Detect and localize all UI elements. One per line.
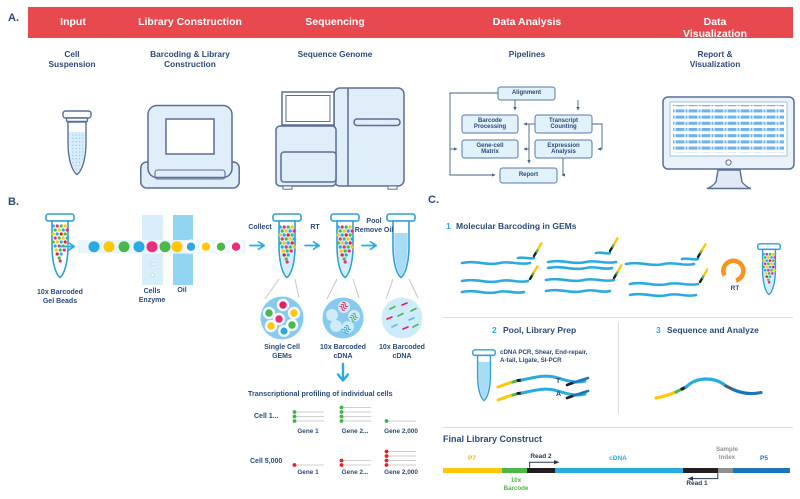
flowchart-transcript-counting: Transcript Counting	[548, 117, 578, 130]
pooled-tube-icon	[386, 213, 416, 279]
base-a-label: A	[556, 391, 562, 398]
read2-arrow	[529, 460, 560, 468]
gene-2-label-row2: Gene 2...	[341, 469, 369, 476]
flowchart-alignment: Alignment	[511, 90, 542, 97]
microfluidic-chip	[78, 215, 246, 285]
base-t-label: T	[556, 378, 561, 385]
segment-read2	[527, 468, 555, 473]
cdna-tube-icon	[330, 213, 360, 279]
sublabel-cell-suspension: Cell Suspension	[48, 49, 96, 70]
flowchart-gene-cell-matrix: Gene-cell Matrix	[476, 142, 504, 155]
cdna-label: cDNA	[609, 455, 627, 462]
gene-2000-label-row2: Gene 2,000	[384, 469, 418, 476]
gene-1-label-row2: Gene 1	[297, 469, 319, 476]
sample-index-label: Sample Index	[715, 446, 739, 461]
down-arrow	[336, 362, 350, 382]
single-cell-gems-label: Single Cell GEMs	[264, 344, 300, 361]
profiling-title: Transcriptional profiling of individual …	[248, 389, 393, 398]
adapter-strand-t	[565, 376, 590, 387]
barcode-10x-label: 10x Barcode	[503, 477, 529, 492]
barcoded-cdna-label-2: 10x Barcoded cDNA	[379, 344, 425, 361]
sequencing-arc-strand	[654, 377, 763, 400]
banner-item-input: Input	[60, 16, 86, 28]
segment-cdna	[555, 468, 683, 473]
gel-beads-label: 10x Barcoded Gel Beads	[37, 289, 83, 306]
transcript-count-lines	[292, 405, 416, 467]
step3-title: Sequence and Analyze	[667, 325, 759, 335]
sublabel-sequence-genome: Sequence Genome	[297, 49, 373, 59]
gene-2000-label-row1: Gene 2,000	[384, 428, 418, 435]
banner-item-library-construction: Library Construction	[138, 16, 242, 28]
barcoded-tube-icon	[757, 243, 781, 296]
barcoded-cdna-gems-circle	[322, 297, 364, 339]
cells-enzyme-label: Cells Enzyme	[138, 288, 166, 305]
pooled-cdna-circle	[381, 297, 423, 339]
library-prep-strands	[496, 374, 587, 402]
cell-1-label: Cell 1...	[254, 413, 279, 420]
section-a-label: A.	[8, 12, 19, 24]
section-b-label: B.	[8, 196, 19, 208]
magnifier-cones	[264, 278, 419, 300]
library-prep-tube-icon	[472, 349, 496, 402]
step1-number: 1	[446, 221, 451, 231]
adapter-strand-a	[565, 389, 590, 400]
flowchart-barcode-processing: Barcode Processing	[473, 117, 507, 130]
section-c-label: C.	[428, 194, 439, 206]
rt-enzyme-label: RT	[730, 285, 740, 292]
prep-steps-text: cDNA PCR, Shear, End-repair, A-tail, Lig…	[500, 349, 588, 364]
cell-5000-label: Cell 5,000	[250, 458, 283, 465]
oil-label: Oil	[177, 287, 187, 294]
final-library-title: Final Library Construct	[443, 434, 543, 444]
p7-label: P7	[468, 455, 476, 462]
barcoded-cdna-label-1: 10x Barcoded cDNA	[320, 344, 366, 361]
step2-number: 2	[492, 325, 497, 335]
single-cell-gems-circle	[260, 296, 304, 340]
segment-p7	[443, 468, 502, 473]
segment-sample-index	[718, 468, 733, 473]
gem-tube-icon	[272, 213, 302, 279]
read2-label: Read 2	[530, 453, 552, 460]
gel-beads-tube-icon	[45, 213, 75, 279]
sequencer-icon	[275, 87, 405, 190]
analysis-flowchart	[449, 86, 603, 184]
banner-item-data-visualization: Data Visualization	[683, 16, 747, 40]
rt-step-label: RT	[310, 224, 320, 231]
barcoded-strands-art	[460, 237, 708, 298]
beads-in-channel	[88, 239, 244, 254]
cell-suspension-tube-icon	[62, 110, 92, 176]
segment-p5	[733, 468, 790, 473]
read1-label: Read 1	[686, 480, 708, 487]
gene-1-label-row1: Gene 1	[297, 428, 319, 435]
collect-label: Collect	[248, 224, 272, 231]
flowchart-report: Report	[518, 172, 539, 179]
segment-10x-barcode	[502, 468, 527, 473]
divider-c-vertical	[618, 322, 619, 414]
divider-c2	[443, 427, 793, 428]
gem-workflow-art	[45, 213, 423, 467]
divider-c1	[443, 317, 793, 318]
p5-label: P5	[760, 455, 768, 462]
banner-item-data-analysis: Data Analysis	[492, 16, 562, 28]
report-monitor-icon	[662, 96, 795, 190]
banner-item-sequencing: Sequencing	[305, 16, 365, 28]
gem-droplets	[183, 239, 244, 254]
step3-number: 3	[656, 325, 661, 335]
segment-read1	[683, 468, 718, 473]
read1-arrow	[687, 473, 719, 481]
sublabel-report-visualization: Report & Visualization	[689, 49, 741, 69]
pool-remove-oil-label: Pool Remove Oil	[354, 218, 394, 235]
sublabel-pipelines: Pipelines	[508, 49, 546, 59]
chromium-controller-icon	[140, 104, 240, 189]
step1-title: Molecular Barcoding in GEMs	[456, 221, 577, 231]
pipeline-banner	[28, 7, 793, 38]
sublabel-barcoding: Barcoding & Library Construction	[150, 49, 230, 70]
gene-2-label-row1: Gene 2...	[341, 428, 369, 435]
flowchart-expression-analysis: Expression Analysis	[547, 142, 580, 155]
rt-enzyme-icon	[721, 258, 746, 283]
step2-title: Pool, Library Prep	[503, 325, 577, 335]
